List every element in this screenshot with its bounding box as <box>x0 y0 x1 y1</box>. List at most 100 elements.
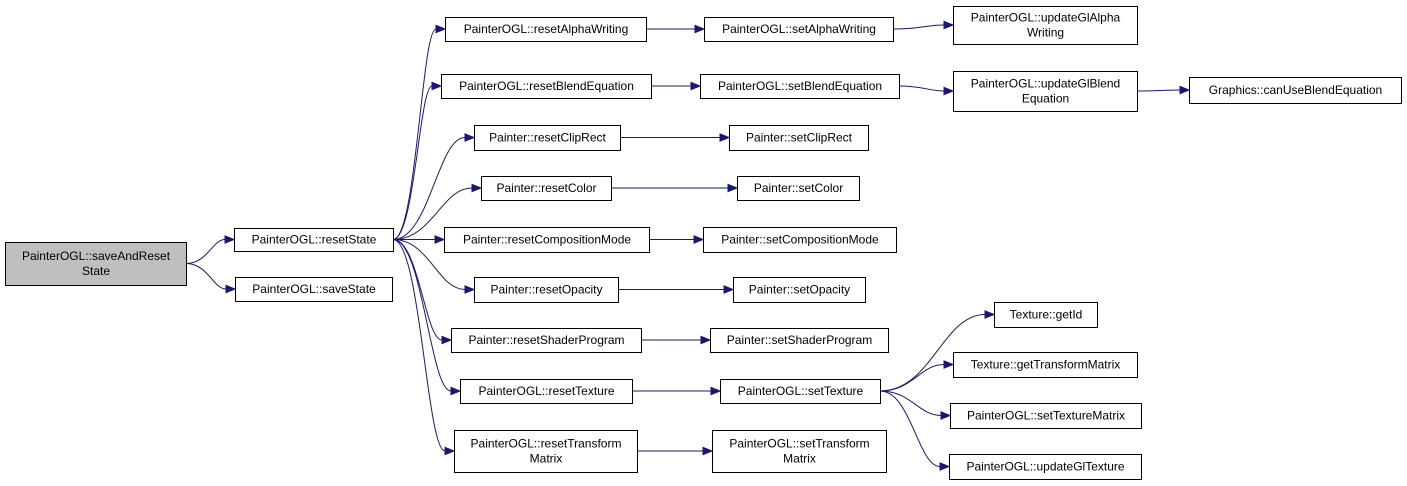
arrowhead <box>1179 85 1191 95</box>
edge-reset-state-to-reset-opacity <box>392 239 466 290</box>
node-reset-clip-rect[interactable]: Painter::resetClipRect <box>474 125 621 151</box>
node-label: Painter::setClipRect <box>746 131 853 145</box>
node-box <box>720 379 881 404</box>
arrowhead <box>435 24 447 34</box>
arrowhead <box>694 24 706 34</box>
node-box <box>733 277 866 303</box>
node-set-opacity[interactable]: Painter::setOpacity <box>733 277 866 303</box>
node-reset-shader-program[interactable]: Painter::resetShaderProgram <box>451 328 642 353</box>
arrowhead <box>939 462 951 471</box>
node-set-alpha-writing[interactable]: PainterOGL::setAlphaWriting <box>704 17 894 42</box>
node-box <box>1189 77 1402 104</box>
arrowhead <box>940 411 952 420</box>
node-get-transform-matrix[interactable]: Texture::getTransformMatrix <box>953 352 1138 378</box>
node-label: Painter::setShaderProgram <box>727 333 872 347</box>
node-label: Painter::resetOpacity <box>490 283 602 297</box>
node-label: Texture::getId <box>1010 308 1083 322</box>
node-label: PainterOGL::saveState <box>252 282 376 296</box>
arrowhead <box>464 133 476 142</box>
arrowhead <box>444 446 456 456</box>
edge-set-blend-equation-to-update-gl-blend-equation <box>898 85 945 92</box>
node-label: PainterOGL::resetState <box>252 233 377 247</box>
node-box <box>460 379 633 404</box>
node-box <box>729 125 869 151</box>
node-box <box>953 352 1138 378</box>
node-box <box>235 277 393 302</box>
node-set-texture-matrix[interactable]: PainterOGL::setTextureMatrix <box>950 403 1142 429</box>
node-reset-blend-equation[interactable]: PainterOGL::resetBlendEquation <box>441 74 652 99</box>
edge-save-and-reset-state-to-save-state <box>185 263 227 290</box>
node-label: PainterOGL::updateGlTexture <box>966 460 1124 474</box>
node-set-color[interactable]: Painter::setColor <box>737 176 860 201</box>
edge-set-texture-to-get-transform-matrix <box>879 364 945 392</box>
edge-reset-state-to-reset-clip-rect <box>392 137 466 240</box>
node-reset-texture[interactable]: PainterOGL::resetTexture <box>460 379 633 404</box>
node-label: Painter::resetShaderProgram <box>468 333 624 347</box>
node-box <box>474 125 621 151</box>
node-box <box>704 17 894 42</box>
edge-set-texture-to-get-id <box>879 314 986 392</box>
arrowhead <box>984 310 996 319</box>
node-label: PainterOGL::updateGlAlpha <box>971 11 1121 25</box>
node-label: Painter::resetClipRect <box>489 131 606 145</box>
arrowhead <box>225 284 237 294</box>
node-box <box>953 71 1138 112</box>
node-label: Painter::resetColor <box>496 181 596 195</box>
node-reset-alpha-writing[interactable]: PainterOGL::resetAlphaWriting <box>445 17 647 42</box>
edge-reset-state-to-reset-blend-equation <box>392 85 433 240</box>
node-get-id[interactable]: Texture::getId <box>994 302 1098 328</box>
node-reset-composition-mode[interactable]: Painter::resetCompositionMode <box>444 227 650 253</box>
node-set-blend-equation[interactable]: PainterOGL::setBlendEquation <box>700 74 900 99</box>
node-reset-color[interactable]: Painter::resetColor <box>481 176 612 201</box>
node-label: PainterOGL::saveAndReset <box>22 249 171 263</box>
arrowhead <box>224 235 236 244</box>
arrowhead <box>702 446 714 456</box>
node-box <box>703 227 897 253</box>
arrowhead <box>727 183 739 193</box>
node-label: Equation <box>1022 92 1069 106</box>
node-label: PainterOGL::setAlphaWriting <box>722 22 876 36</box>
node-label: Matrix <box>783 452 816 466</box>
node-label: Painter::setCompositionMode <box>721 233 879 247</box>
node-box <box>950 403 1142 429</box>
node-set-texture[interactable]: PainterOGL::setTexture <box>720 379 881 404</box>
node-can-use-blend-equation[interactable]: Graphics::canUseBlendEquation <box>1189 77 1402 104</box>
node-save-state[interactable]: PainterOGL::saveState <box>235 277 393 302</box>
node-label: Writing <box>1027 26 1064 40</box>
arrowhead <box>450 386 462 396</box>
node-set-composition-mode[interactable]: Painter::setCompositionMode <box>703 227 897 253</box>
node-label: PainterOGL::resetBlendEquation <box>459 79 634 93</box>
node-label: Painter::setOpacity <box>749 283 850 297</box>
node-label: Painter::resetCompositionMode <box>463 233 631 247</box>
node-box <box>949 454 1142 480</box>
node-set-shader-program[interactable]: Painter::setShaderProgram <box>710 328 889 353</box>
node-box <box>474 277 619 303</box>
edge-save-and-reset-state-to-reset-state <box>185 239 226 264</box>
arrowhead <box>719 133 731 142</box>
node-box <box>451 328 642 353</box>
node-label: PainterOGL::setTexture <box>738 384 864 398</box>
node-reset-opacity[interactable]: Painter::resetOpacity <box>474 277 619 303</box>
node-box <box>234 228 394 252</box>
edge-reset-state-to-reset-alpha-writing <box>392 28 437 240</box>
node-box <box>953 6 1138 45</box>
arrowhead <box>943 20 955 30</box>
arrowhead <box>464 285 476 294</box>
node-label: PainterOGL::updateGlBlend <box>971 77 1120 91</box>
edge-reset-state-to-reset-shader-program <box>392 239 443 341</box>
node-update-gl-texture[interactable]: PainterOGL::updateGlTexture <box>949 454 1142 480</box>
edge-set-texture-to-update-gl-texture <box>879 390 941 467</box>
node-set-clip-rect[interactable]: Painter::setClipRect <box>729 125 869 151</box>
node-reset-state[interactable]: PainterOGL::resetState <box>234 228 394 252</box>
node-box <box>481 176 612 201</box>
edge-reset-state-to-reset-texture <box>392 239 452 392</box>
node-label: PainterOGL::setBlendEquation <box>718 79 882 93</box>
node-label: PainterOGL::setTransform <box>729 437 869 451</box>
edge-update-gl-blend-equation-to-can-use-blend-equation <box>1136 89 1181 92</box>
